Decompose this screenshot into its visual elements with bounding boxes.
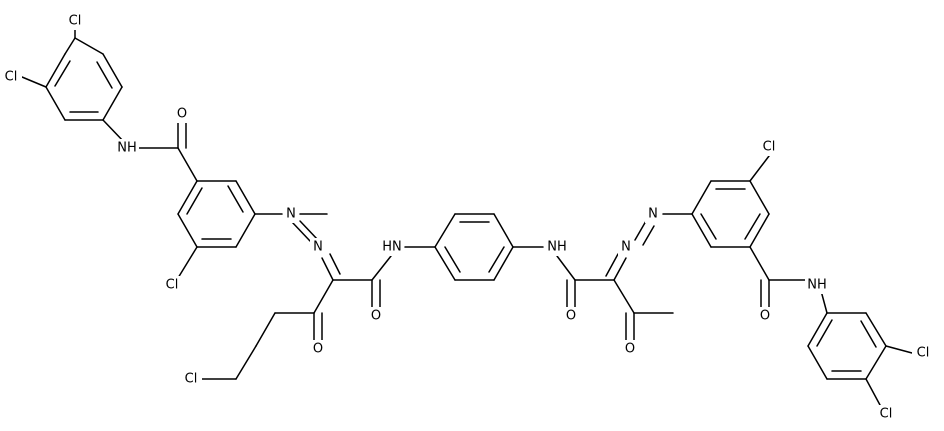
bond [299,220,319,241]
atom-o: O [757,307,773,325]
svg-text:O: O [177,107,187,122]
bond [434,246,456,281]
bond [235,180,256,215]
atom-n: N [618,238,634,256]
svg-text:NH: NH [117,141,137,156]
bond [749,180,770,215]
bond [235,345,257,380]
atom-label-layer: Cl Cl NH O N N Cl HN O O Cl NH N N O O C… [0,12,934,423]
bond [749,246,770,281]
svg-text:N: N [648,207,658,222]
bond [613,279,635,314]
bond [177,147,198,182]
svg-text:HN: HN [382,240,402,255]
bond [605,253,619,277]
bond [493,246,514,281]
svg-text:NH: NH [807,278,827,293]
svg-text:O: O [566,309,576,324]
bond [444,246,461,273]
atom-cl: Cl [161,276,183,294]
atom-cl: Cl [912,344,934,362]
svg-text:N: N [621,240,631,255]
bond [177,213,198,248]
svg-text:O: O [313,342,323,357]
bond [64,37,76,55]
bond [434,213,456,248]
bond [235,213,256,248]
bond [186,187,203,215]
bond [102,86,123,121]
atom-n: N [310,238,326,256]
bond [102,53,123,88]
bond [816,319,833,347]
bond [45,86,66,121]
bond [691,213,712,248]
bond [613,257,627,281]
svg-text:N: N [313,240,323,255]
bond [255,312,276,347]
bond [371,255,392,281]
bond [227,185,244,213]
bond [691,180,712,215]
bond [21,76,47,88]
svg-text:O: O [625,342,635,357]
bond [556,255,576,281]
bond [749,155,770,182]
svg-text:O: O [760,309,770,324]
svg-text:Cl: Cl [5,70,18,85]
bond [865,312,887,347]
bond [177,246,198,279]
bond [807,312,828,347]
atom-o: O [622,340,638,358]
bond [493,213,514,248]
bond [865,378,881,406]
svg-text:N: N [286,207,296,222]
atom-o: O [368,307,384,325]
bond [885,345,913,354]
atom-o: O [310,340,326,358]
bond [807,345,828,380]
bond [700,213,717,240]
bond [642,225,655,246]
bond [313,279,334,314]
bond [860,320,877,348]
bond-layer [21,21,913,406]
svg-text:Cl: Cl [185,372,198,387]
bond [634,220,647,241]
bond [321,257,334,281]
svg-text:Cl: Cl [69,14,82,29]
bond [865,345,887,380]
atom-o: O [174,105,190,123]
svg-text:Cl: Cl [917,346,930,361]
atom-n: N [283,205,299,223]
bond [54,60,71,87]
svg-text:Cl: Cl [880,407,893,422]
svg-text:Cl: Cl [763,140,776,155]
atom-o: O [563,307,579,325]
bond [291,221,311,242]
bond [177,180,198,215]
bond [96,61,113,89]
atom-nh: NH [115,139,139,157]
atom-cl: Cl [875,405,897,423]
atom-cl: Cl [180,370,202,388]
atom-n: N [645,205,661,223]
atom-hn: HN [380,238,404,256]
atom-nh: NH [545,238,569,256]
bond [744,213,761,240]
bond [45,53,66,88]
bond [488,246,505,273]
svg-text:NH: NH [547,240,567,255]
atom-cl: Cl [64,12,86,30]
atom-cl: Cl [0,68,22,86]
bond [749,213,770,248]
atom-cl: Cl [758,138,780,156]
svg-text:Cl: Cl [166,278,179,293]
svg-text:O: O [371,309,381,324]
atom-nh: NH [805,276,829,294]
bond [329,253,341,275]
bond [74,37,104,55]
